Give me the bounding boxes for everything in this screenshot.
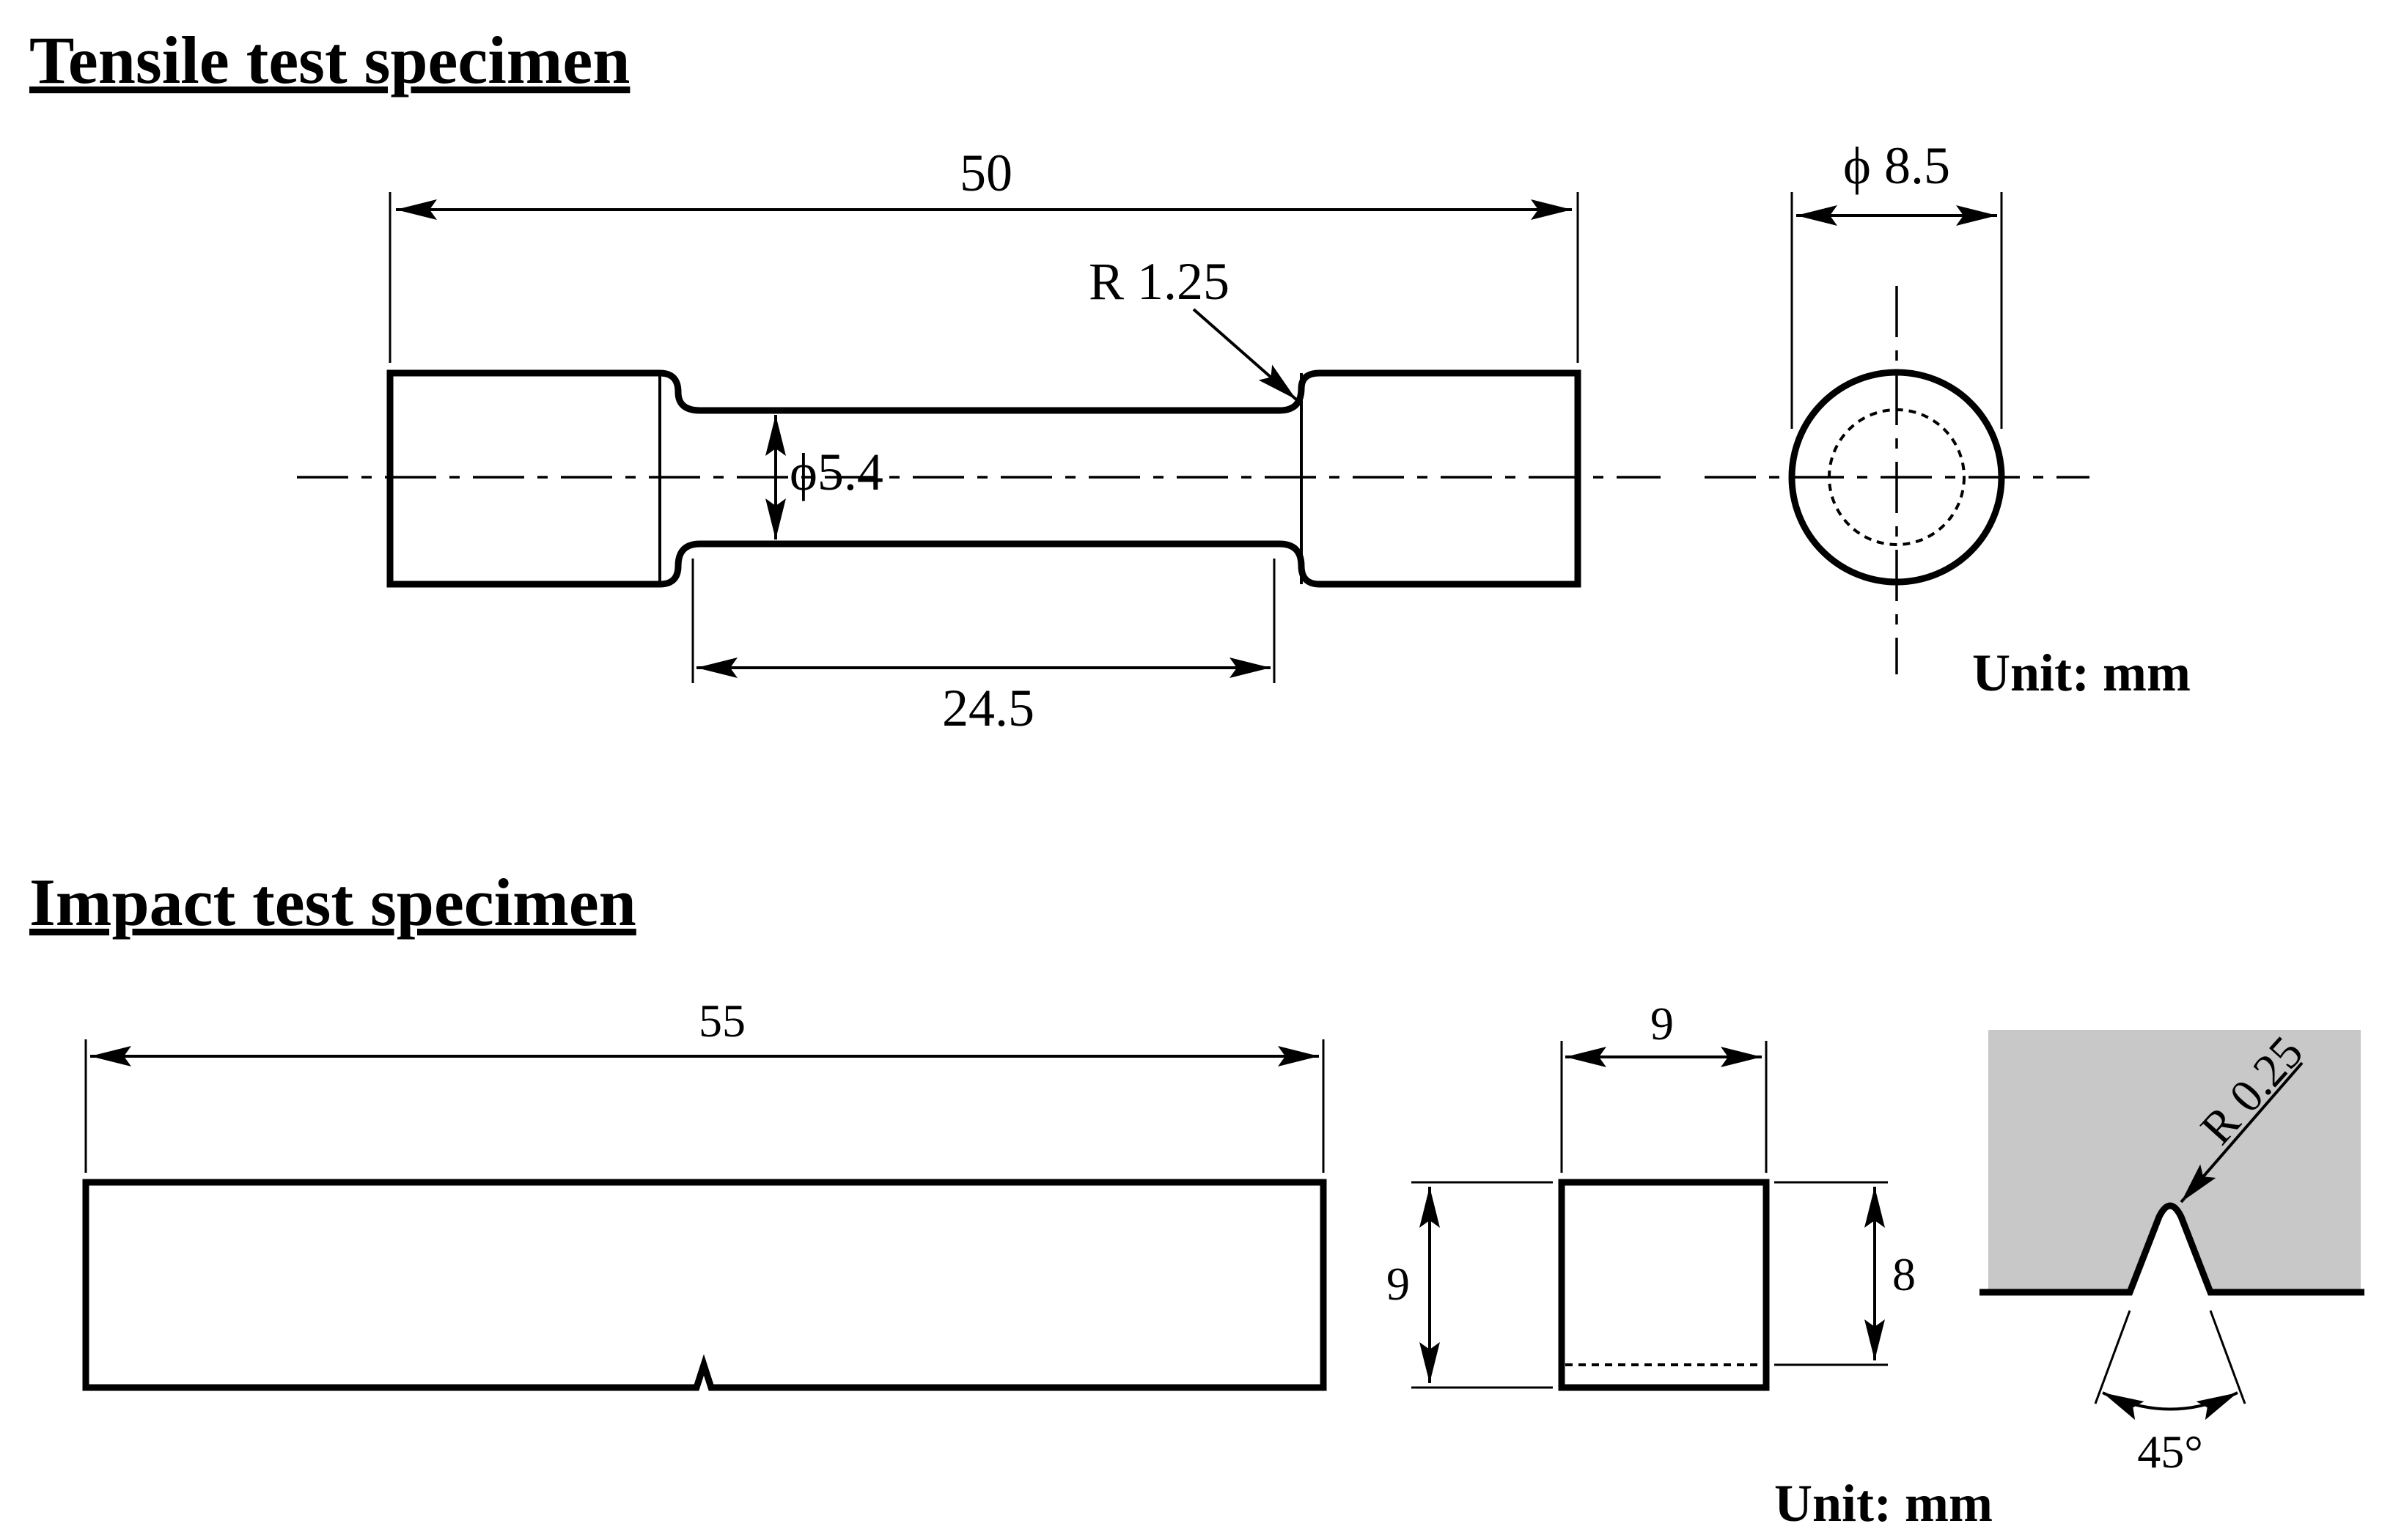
notch-angle-label: 45° <box>2137 1426 2203 1478</box>
gauge-length-label: 24.5 <box>942 679 1034 737</box>
fillet-radius-leader <box>1192 308 1298 401</box>
impact-length-label: 55 <box>699 995 746 1047</box>
tensile-title: Tensile test specimen <box>29 23 630 97</box>
grip-diameter-label: ϕ 8.5 <box>1843 136 1950 195</box>
impact-section-square <box>1558 1179 1770 1391</box>
impact-width-label: 9 <box>1650 998 1674 1050</box>
gauge-diameter-label: ϕ5.4 <box>790 443 883 501</box>
impact-title: Impact test specimen <box>29 865 636 940</box>
notch-detail: R 0.25 45° <box>1980 1026 2364 1478</box>
notch-profile <box>1980 1202 2364 1296</box>
grip-circle <box>1788 369 2005 586</box>
impact-cross-section: 9 9 8 <box>1386 998 1916 1391</box>
fillet-radius-label: R 1.25 <box>1089 252 1229 311</box>
tensile-side-view: 50 R 1.25 ϕ5.4 24.5 <box>297 144 1661 737</box>
notch-detail-fill <box>1988 1030 2361 1292</box>
overall-length-label: 50 <box>960 144 1012 202</box>
impact-specimen-outline <box>82 1179 1327 1391</box>
ligament-label: 8 <box>1892 1248 1916 1300</box>
impact-height-label: 9 <box>1386 1258 1410 1310</box>
notch-angle-arc <box>2102 1391 2238 1421</box>
impact-unit-label: Unit: mm <box>1774 1474 1993 1533</box>
tensile-unit-label: Unit: mm <box>1972 644 2191 702</box>
notch-radius-leader <box>2180 1061 2304 1204</box>
tensile-end-view: ϕ 8.5 Unit: mm <box>1705 136 2191 702</box>
impact-side-view: 55 <box>82 995 1327 1391</box>
tensile-specimen-outline <box>386 369 1581 588</box>
gauge-hidden-circle <box>1828 408 1966 546</box>
